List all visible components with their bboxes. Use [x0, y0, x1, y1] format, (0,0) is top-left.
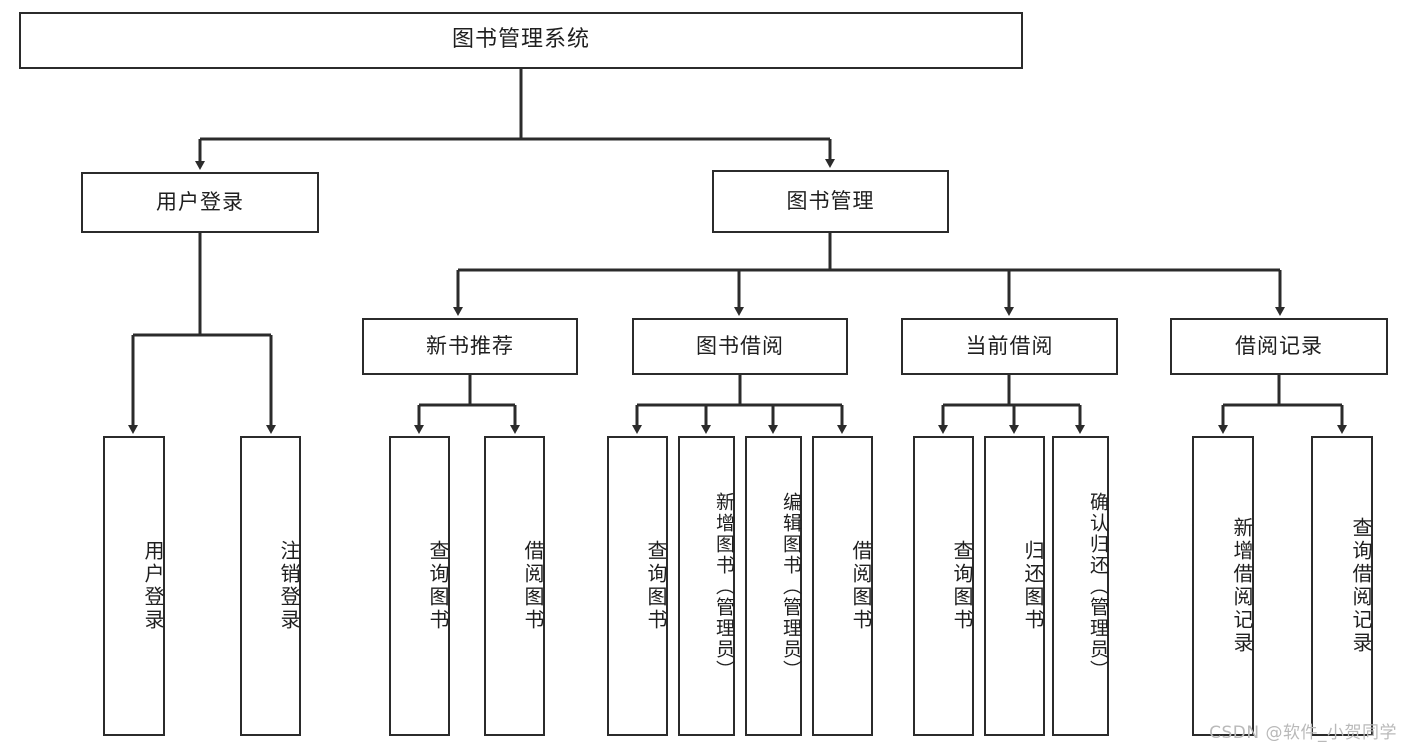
- node-borrow-record-label: 借阅记录: [1235, 333, 1323, 358]
- node-leaf-borrow-do-label: 借阅图书: [849, 540, 873, 632]
- node-leaf-cur-return-label: 归还图书: [1021, 540, 1045, 632]
- node-book-manage[interactable]: 图书管理: [712, 170, 949, 233]
- node-current-borrow-label: 当前借阅: [965, 333, 1054, 358]
- node-leaf-borrow-query[interactable]: 查询图书: [607, 436, 668, 736]
- node-root-system[interactable]: 图书管理系统: [19, 12, 1023, 69]
- node-leaf-borrow-add-label: 新增图书（管理员）: [713, 491, 735, 681]
- node-leaf-rec-search-label: 查询借阅记录: [1349, 517, 1373, 655]
- node-leaf-rec-query-label: 查询图书: [426, 540, 450, 632]
- node-leaf-cur-query-label: 查询图书: [950, 540, 974, 632]
- node-leaf-borrow-add[interactable]: 新增图书（管理员）: [678, 436, 735, 736]
- node-leaf-borrow-do[interactable]: 借阅图书: [812, 436, 873, 736]
- node-leaf-rec-search[interactable]: 查询借阅记录: [1311, 436, 1373, 736]
- node-leaf-user-logout-label: 注销登录: [277, 540, 301, 632]
- node-new-book-rec[interactable]: 新书推荐: [362, 318, 578, 375]
- node-leaf-cur-confirm-label: 确认归还（管理员）: [1087, 491, 1109, 681]
- node-borrow-record[interactable]: 借阅记录: [1170, 318, 1388, 375]
- node-leaf-rec-add-label: 新增借阅记录: [1230, 517, 1254, 655]
- node-current-borrow[interactable]: 当前借阅: [901, 318, 1118, 375]
- node-leaf-rec-query[interactable]: 查询图书: [389, 436, 450, 736]
- node-leaf-borrow-edit[interactable]: 编辑图书（管理员）: [745, 436, 802, 736]
- node-leaf-rec-borrow[interactable]: 借阅图书: [484, 436, 545, 736]
- node-leaf-user-login-label: 用户登录: [141, 540, 165, 632]
- node-leaf-user-login[interactable]: 用户登录: [103, 436, 165, 736]
- node-leaf-borrow-edit-label: 编辑图书（管理员）: [780, 491, 802, 681]
- node-root-label: 图书管理系统: [451, 27, 590, 53]
- node-leaf-user-logout[interactable]: 注销登录: [240, 436, 301, 736]
- node-book-borrow[interactable]: 图书借阅: [632, 318, 848, 375]
- node-leaf-cur-confirm[interactable]: 确认归还（管理员）: [1052, 436, 1109, 736]
- node-leaf-rec-borrow-label: 借阅图书: [521, 540, 545, 632]
- node-user-login[interactable]: 用户登录: [81, 172, 319, 233]
- node-user-login-label: 用户登录: [156, 189, 244, 214]
- node-leaf-borrow-query-label: 查询图书: [644, 540, 668, 632]
- node-leaf-cur-query[interactable]: 查询图书: [913, 436, 974, 736]
- node-book-borrow-label: 图书借阅: [696, 333, 784, 358]
- node-book-manage-label: 图书管理: [786, 188, 875, 213]
- node-leaf-cur-return[interactable]: 归还图书: [984, 436, 1045, 736]
- node-new-book-rec-label: 新书推荐: [426, 333, 514, 358]
- node-leaf-rec-add[interactable]: 新增借阅记录: [1192, 436, 1254, 736]
